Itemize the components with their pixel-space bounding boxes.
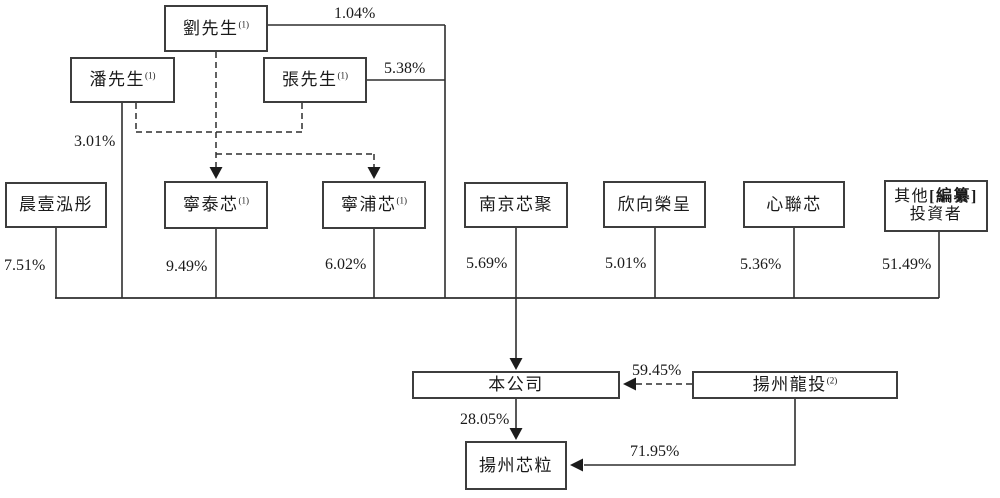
label-longtou-to-company-pct: 59.45%: [632, 362, 682, 379]
node-mr-pan: 潘先生(1): [70, 57, 175, 103]
label-xinxiang-to-company-pct: 5.01%: [605, 255, 647, 272]
node-the-company-label: 本公司: [488, 375, 544, 395]
node-xinxiang-rongcheng: 欣向榮呈: [603, 181, 706, 228]
node-other-investors-label: 其他[編纂] 投資者: [894, 188, 978, 225]
node-mr-zhang: 張先生(1): [263, 57, 367, 103]
footnote-marker: (1): [337, 70, 349, 81]
node-chenyi-hongtong: 晨壹泓彤: [5, 182, 107, 228]
node-xinxiang-rongcheng-label: 欣向榮呈: [617, 194, 692, 214]
footnote-marker: (2): [826, 375, 838, 386]
node-ningtaixin-label: 寧泰芯(1): [183, 195, 249, 215]
other-investors-line1: 其他[編纂]: [894, 187, 978, 205]
arrowhead-into-xinli-top: [509, 428, 523, 440]
node-yangzhou-longtou-label: 揚州龍投(2): [752, 375, 838, 395]
node-other-investors: 其他[編纂] 投資者: [884, 180, 988, 232]
node-mr-pan-label: 潘先生(1): [89, 70, 156, 90]
node-nanjing-xinju: 南京芯聚: [464, 182, 568, 228]
node-mr-liu: 劉先生(1): [164, 5, 268, 52]
node-ningpuxin: 寧浦芯(1): [322, 181, 426, 229]
node-the-company: 本公司: [412, 371, 620, 399]
label-pan-to-company-pct: 3.01%: [74, 133, 116, 150]
arrowhead-into-company-right: [623, 377, 636, 391]
arrowhead-into-xinli-right: [570, 458, 583, 472]
node-chenyi-hongtong-label: 晨壹泓彤: [19, 195, 93, 215]
node-mr-zhang-label: 張先生(1): [282, 70, 348, 90]
arrowhead-into-ningtaixin: [209, 167, 223, 179]
edge-longtou-to-xinli: [584, 399, 796, 466]
node-ningtaixin: 寧泰芯(1): [164, 181, 268, 229]
label-others-to-company-pct: 51.49%: [882, 256, 932, 273]
label-zhang-to-company-pct: 5.38%: [384, 60, 426, 77]
label-xinlianxin-to-company-pct: 5.36%: [740, 256, 782, 273]
footnote-marker: (1): [238, 19, 250, 30]
label-chenyi-to-company-pct: 7.51%: [4, 257, 46, 274]
redacted-placeholder: [編纂]: [929, 187, 978, 205]
arrowhead-into-ningpuxin: [367, 167, 381, 179]
footnote-marker: (1): [238, 195, 250, 206]
node-xinlianxin-label: 心聯芯: [766, 194, 822, 214]
label-liu-to-company-pct: 1.04%: [334, 5, 376, 22]
footnote-marker: (1): [145, 70, 156, 81]
label-nanjing-to-company-pct: 5.69%: [466, 255, 508, 272]
edge-pan-zhang-dashed: [135, 103, 303, 133]
label-company-to-xinli-pct: 28.05%: [460, 411, 510, 428]
arrowhead-into-company: [509, 358, 523, 370]
node-ningpuxin-label: 寧浦芯(1): [341, 195, 407, 215]
node-yangzhou-xinli-label: 揚州芯粒: [479, 455, 553, 475]
other-investors-line2: 投資者: [909, 206, 963, 223]
node-mr-liu-label: 劉先生(1): [183, 18, 250, 38]
node-yangzhou-longtou: 揚州龍投(2): [692, 371, 898, 399]
node-nanjing-xinju-label: 南京芯聚: [479, 195, 553, 215]
label-longtou-to-xinli-pct: 71.95%: [630, 443, 680, 460]
edge-to-ningpuxin-dashed: [216, 153, 375, 167]
edge-liu-right-connector: [268, 24, 446, 298]
label-ningpuxin-to-company-pct: 6.02%: [325, 256, 367, 273]
node-xinlianxin: 心聯芯: [743, 181, 845, 228]
node-yangzhou-xinli: 揚州芯粒: [465, 441, 567, 490]
footnote-marker: (1): [396, 195, 408, 206]
label-ningtaixin-to-company-pct: 9.49%: [166, 258, 208, 275]
